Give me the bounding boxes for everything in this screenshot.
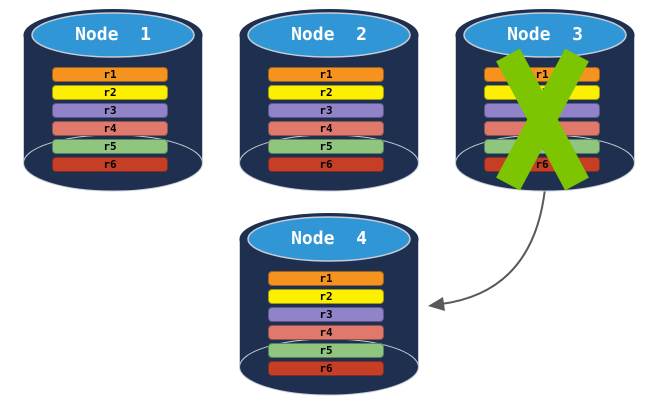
node-1: Node 1 r1 r2 r3 r4 r5 r6 [23,8,203,192]
failover-arrowhead-icon [428,297,445,311]
record-r4: r4 [268,325,384,340]
record-r6: r6 [268,361,384,376]
record-list: r1 r2 r3 r4 r5 r6 [268,271,384,379]
node-title: Node 3 [507,24,583,45]
node-2: Node 2 r1 r2 r3 r4 r5 r6 [239,8,419,192]
record-r5: r5 [52,139,168,154]
record-r4: r4 [52,121,168,136]
record-list: r1 r2 r3 r4 r5 r6 [52,67,168,175]
node-4: Node 4 r1 r2 r3 r4 r5 r6 [239,212,419,396]
record-r5: r5 [268,343,384,358]
record-list: r1 r2 r3 r4 r5 r6 [268,67,384,175]
record-r2: r2 [268,85,384,100]
node-title: Node 1 [75,24,151,45]
record-r2: r2 [52,85,168,100]
failure-cross-icon [496,48,589,191]
record-r1: r1 [268,271,384,286]
record-r6: r6 [268,157,384,172]
node-3: Node 3 r1 r2 r3 r4 r5 r6 [455,8,635,192]
record-r4: r4 [268,121,384,136]
record-r6: r6 [52,157,168,172]
record-r1: r1 [268,67,384,82]
record-r2: r2 [268,289,384,304]
node-title: Node 2 [291,24,367,45]
record-r1: r1 [52,67,168,82]
record-r5: r5 [268,139,384,154]
record-r3: r3 [268,307,384,322]
record-r3: r3 [268,103,384,118]
record-r3: r3 [52,103,168,118]
failover-arrow-line [440,188,546,305]
node-title: Node 4 [291,228,367,249]
